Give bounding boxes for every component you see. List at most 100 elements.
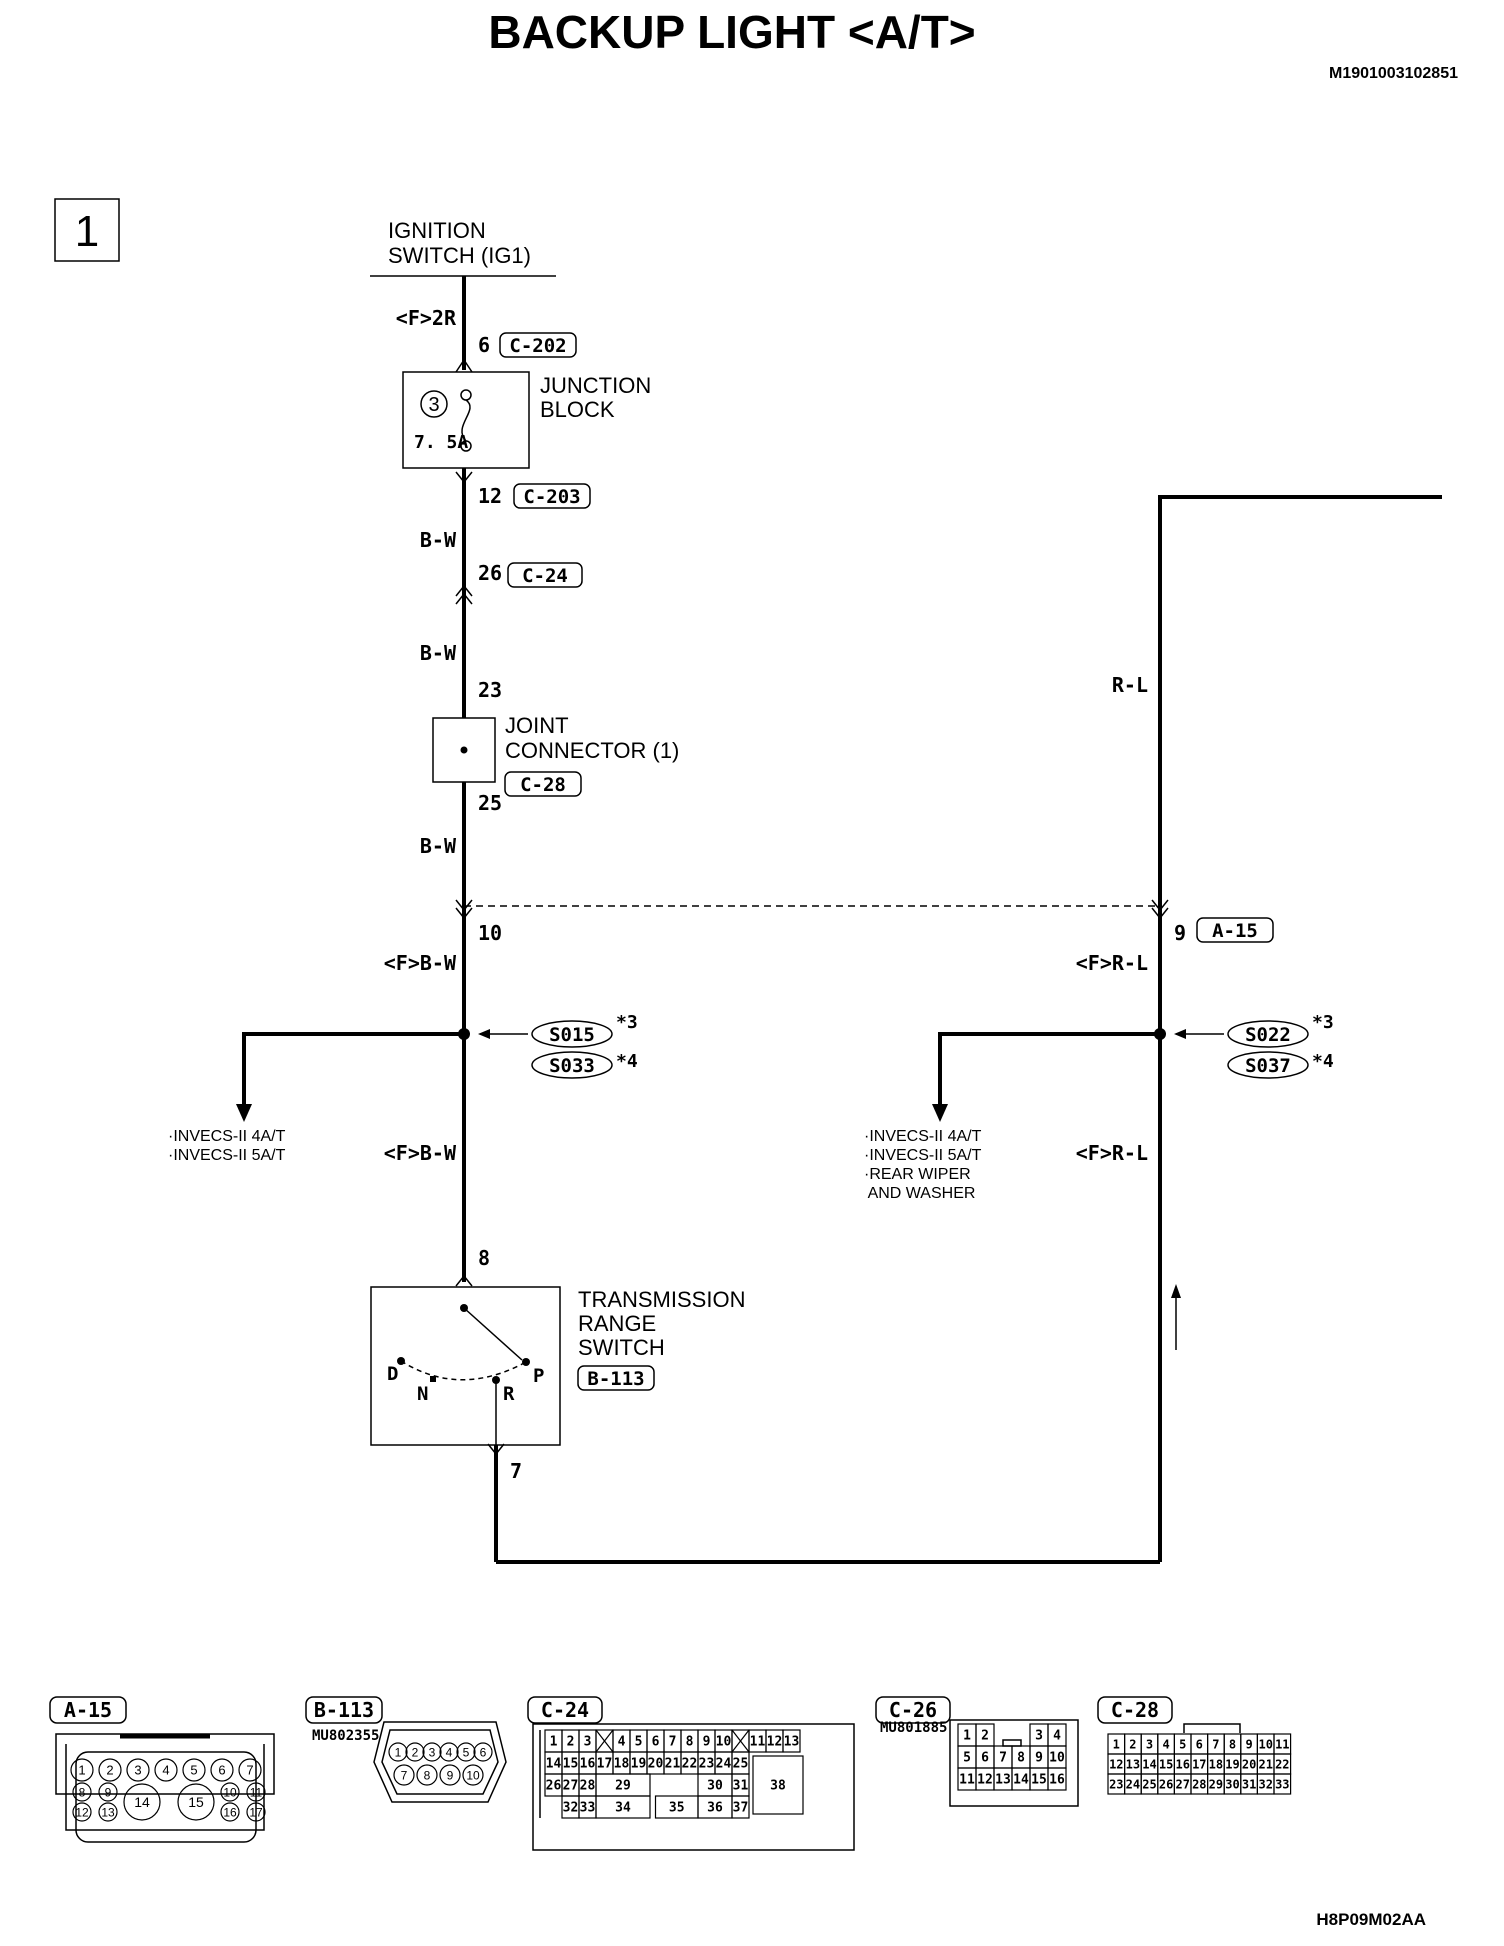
- trs-pos-r: R: [503, 1383, 515, 1405]
- pin-9: 9: [1174, 921, 1186, 945]
- pin-23: 23: [478, 678, 502, 702]
- wire-label-rl: R-L: [1112, 673, 1148, 697]
- pin-cavity: [72, 1782, 92, 1802]
- pin-number: 14: [1142, 1757, 1156, 1771]
- connector-view-b113: [373, 1721, 507, 1803]
- connector-mark-c24: [455, 584, 473, 605]
- connector-view-c26-part: MU801885: [880, 1720, 947, 1736]
- pin-number: 1: [963, 1729, 971, 1744]
- pin-number: 2: [1129, 1737, 1136, 1751]
- pin-cavity: [595, 1795, 651, 1819]
- pin-number: 5: [963, 1751, 971, 1766]
- pin-cavity: [388, 1742, 408, 1762]
- pin-number: 12: [75, 1805, 89, 1819]
- junction-block-label-1: JUNCTION: [540, 373, 651, 398]
- pin-cavity: [182, 1758, 206, 1782]
- branch-left-line-2: ·INVECS-II 5A/T: [168, 1147, 286, 1164]
- pin-number: 4: [162, 1763, 169, 1778]
- pin-cavity: [439, 1764, 461, 1786]
- connector-view-c24-tag: C-24: [541, 1698, 589, 1722]
- connector-tag-c202: C-202: [509, 335, 566, 357]
- splice-s015: S015: [549, 1024, 595, 1046]
- connector-tag-b113: B-113: [587, 1368, 644, 1390]
- wire-label-f-rl-1: <F>R-L: [1076, 951, 1148, 975]
- fuse-number-circle: [420, 390, 448, 418]
- pin-number: 15: [563, 1757, 579, 1772]
- pin-10: 10: [478, 921, 502, 945]
- splice-s037-note: *4: [1312, 1051, 1334, 1072]
- splice-s015-oval: [531, 1020, 613, 1048]
- pin-cavity: [462, 1764, 484, 1786]
- pin-number: 11: [750, 1735, 766, 1750]
- pin-number: 8: [686, 1735, 694, 1750]
- pin-number: 25: [1142, 1777, 1156, 1791]
- connector-tag-a15: A-15: [1212, 920, 1258, 942]
- pin-cavity: [238, 1758, 262, 1782]
- wire-label-f-bw-1: <F>B-W: [384, 951, 457, 975]
- connector-view-b113-part: MU802355: [312, 1728, 379, 1744]
- connector-tag-a15-box: [1196, 917, 1274, 943]
- pin-7: 7: [510, 1459, 522, 1483]
- pin-number: 12: [977, 1773, 993, 1788]
- ignition-switch-label-1: IGNITION: [388, 218, 486, 243]
- document-id: M1901003102851: [1329, 65, 1458, 82]
- connector-tag-c28-box: [504, 771, 582, 797]
- pin-number: 15: [1159, 1757, 1173, 1771]
- pin-number: 5: [463, 1745, 470, 1759]
- branch-wire-right: [938, 1032, 1160, 1112]
- connector-mark-c203: [455, 471, 473, 484]
- splice-s022-oval: [1227, 1020, 1309, 1048]
- pin-26: 26: [478, 561, 502, 585]
- pin-number: 36: [707, 1801, 723, 1816]
- splice-pointer-right-head: [1174, 1029, 1186, 1039]
- pin-number: 23: [1109, 1777, 1123, 1791]
- pin-cavity: [782, 1729, 801, 1753]
- pin-number: 23: [699, 1757, 715, 1772]
- pin-number: 3: [1035, 1729, 1043, 1744]
- pin-12: 12: [478, 484, 502, 508]
- pin-cavity: [177, 1783, 215, 1821]
- connector-view-c26: [949, 1719, 1079, 1807]
- pin-number: 19: [1225, 1757, 1239, 1771]
- pin-number: 9: [703, 1735, 711, 1750]
- connector-view-a15: [55, 1733, 275, 1843]
- wire-label-f2r: <F>2R: [396, 306, 457, 330]
- pin-number: 1: [550, 1735, 558, 1750]
- connector-view-c24-tag-box: [527, 1696, 603, 1724]
- pin-cavity: [405, 1742, 425, 1762]
- pin-cavity: [731, 1795, 750, 1819]
- pin-number: 7: [246, 1763, 253, 1778]
- branch-right-line-4: AND WASHER: [864, 1185, 975, 1202]
- wire-right-top: [1158, 495, 1442, 906]
- pin-number: 9: [1245, 1737, 1252, 1751]
- pin-number: 2: [567, 1735, 575, 1750]
- pin-cavity: [210, 1758, 234, 1782]
- pin-number: 10: [223, 1785, 237, 1799]
- page-number: 1: [75, 207, 99, 256]
- pin-number: 21: [1258, 1757, 1272, 1771]
- pin-number: 6: [218, 1763, 225, 1778]
- connector-view-a15-tag: A-15: [64, 1698, 112, 1722]
- wire-label-bw-1: B-W: [420, 528, 457, 552]
- pin-number: 29: [1209, 1777, 1223, 1791]
- pin-number: 24: [1126, 1777, 1140, 1791]
- wire-label-f-bw-2: <F>B-W: [384, 1141, 457, 1165]
- pin-number: 2: [981, 1729, 989, 1744]
- pin-number: 3: [584, 1735, 592, 1750]
- connector-tag-c202-box: [499, 332, 577, 358]
- pin-number: 22: [1275, 1757, 1289, 1771]
- pin-number: 13: [1126, 1757, 1140, 1771]
- pin-number: 1: [1113, 1737, 1120, 1751]
- fuse-symbol: [460, 389, 472, 452]
- connector-mark-p8: [455, 1274, 473, 1287]
- joint-connector-label-1: JOINT: [505, 713, 569, 738]
- pin-cavity: [98, 1758, 122, 1782]
- connector-mark-p7: [487, 1443, 505, 1456]
- pin-blank-mark: [595, 1729, 614, 1753]
- pin-number: 1: [395, 1745, 402, 1759]
- pin-cavity: [416, 1764, 438, 1786]
